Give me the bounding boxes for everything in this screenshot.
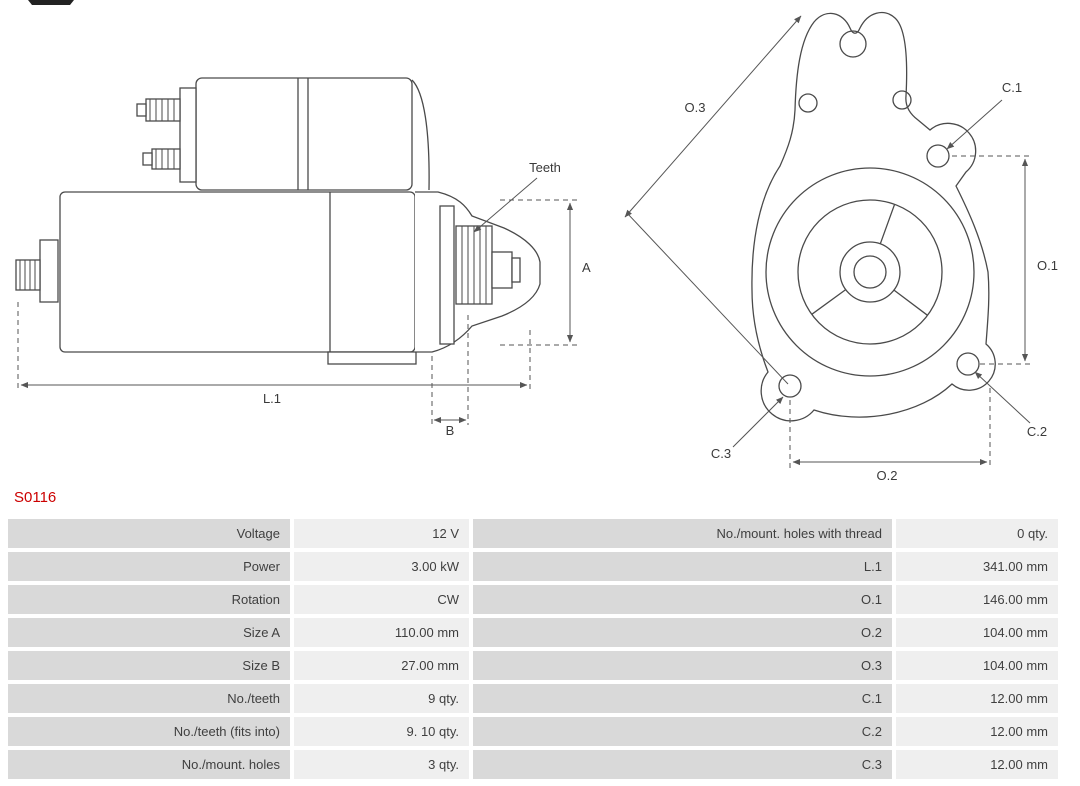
spec-value: 104.00 mm (896, 651, 1058, 680)
spec-label: C.2 (473, 717, 892, 746)
spec-table: Voltage 12 V No./mount. holes with threa… (8, 519, 1058, 779)
spec-value: 104.00 mm (896, 618, 1058, 647)
spec-value: 146.00 mm (896, 585, 1058, 614)
dim-c1-label: C.1 (1002, 80, 1022, 95)
spec-value: 12 V (294, 519, 469, 548)
spec-value: 12.00 mm (896, 684, 1058, 713)
motor-face (765, 167, 975, 377)
spec-value: 110.00 mm (294, 618, 469, 647)
spec-label: C.3 (473, 750, 892, 779)
spec-value: 9 qty. (294, 684, 469, 713)
spec-label: Voltage (8, 519, 290, 548)
spec-label: Size B (8, 651, 290, 680)
spec-value: 341.00 mm (896, 552, 1058, 581)
spec-value: CW (294, 585, 469, 614)
tower-hole-right (892, 90, 912, 110)
mounting-flange (751, 11, 996, 422)
dim-c2-label: C.2 (1027, 424, 1047, 439)
spec-label: C.1 (473, 684, 892, 713)
spec-label: No./mount. holes (8, 750, 290, 779)
spec-value: 12.00 mm (896, 750, 1058, 779)
spec-label: Size A (8, 618, 290, 647)
spec-label: No./teeth (fits into) (8, 717, 290, 746)
mount-hole-c3 (778, 374, 802, 398)
spec-label: L.1 (473, 552, 892, 581)
shaft-center (853, 255, 887, 289)
mount-hole-c2 (956, 352, 980, 376)
spec-label: O.1 (473, 585, 892, 614)
spec-value: 0 qty. (896, 519, 1058, 548)
spec-label: O.2 (473, 618, 892, 647)
teeth-label: Teeth (529, 160, 561, 175)
front-view-dimensions: O.3 C.1 O.1 C.2 C.3 O.2 (624, 15, 1058, 483)
spec-label: Rotation (8, 585, 290, 614)
starter-motor-body (15, 191, 417, 365)
dim-o1-label: O.1 (1037, 258, 1058, 273)
logo-fragment (28, 0, 74, 5)
spec-label: Power (8, 552, 290, 581)
front-view-drawing: O.3 C.1 O.1 C.2 C.3 O.2 (624, 11, 1058, 483)
dim-b-label: B (446, 423, 455, 438)
mounting-holes (778, 144, 980, 398)
spec-value: 3.00 kW (294, 552, 469, 581)
side-view-dimensions: Teeth A L.1 B (17, 160, 591, 438)
drive-end-housing (415, 191, 541, 353)
top-hole (839, 30, 867, 58)
dim-o2-label: O.2 (877, 468, 898, 483)
spec-value: 3 qty. (294, 750, 469, 779)
spec-value: 9. 10 qty. (294, 717, 469, 746)
side-view-drawing: Teeth A L.1 B (15, 0, 591, 438)
dim-l1-label: L.1 (263, 391, 281, 406)
spec-value: 12.00 mm (896, 717, 1058, 746)
dim-o3-label: O.3 (685, 100, 706, 115)
starter-solenoid (136, 77, 430, 191)
spec-value: 27.00 mm (294, 651, 469, 680)
spec-label: No./teeth (8, 684, 290, 713)
dim-a-label: A (582, 260, 591, 275)
spec-label: No./mount. holes with thread (473, 519, 892, 548)
dim-c3-label: C.3 (711, 446, 731, 461)
spec-label: O.3 (473, 651, 892, 680)
mount-hole-c1 (926, 144, 950, 168)
part-number: S0116 (14, 489, 57, 506)
